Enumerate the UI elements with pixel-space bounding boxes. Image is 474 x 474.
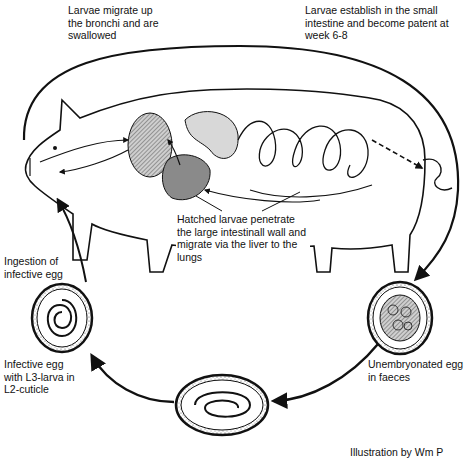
embryonating-egg: [176, 375, 268, 435]
ingestion-note: Ingestion of infective egg: [4, 255, 74, 280]
cycle-arc: [24, 46, 458, 279]
migration-note: Hatched larvae penetrate the large intes…: [176, 213, 310, 263]
cycle-arrow: [92, 356, 174, 402]
infective-egg: [32, 284, 92, 352]
pig-figure: [25, 89, 452, 272]
cycle-arrow: [274, 344, 378, 401]
egg-stage-label: Infective egg with L3-larva in L2-cuticl…: [4, 358, 84, 396]
egg-stage-label: Unembryonated egg in faeces: [368, 358, 468, 383]
unembryonated-egg: [368, 282, 432, 354]
establishment-note: Larvae establish in the small intestine …: [305, 4, 455, 42]
credit-note: Illustration by Wm P: [350, 446, 468, 459]
migration-note: Larvae migrate up the bronchi and are sw…: [68, 4, 168, 42]
